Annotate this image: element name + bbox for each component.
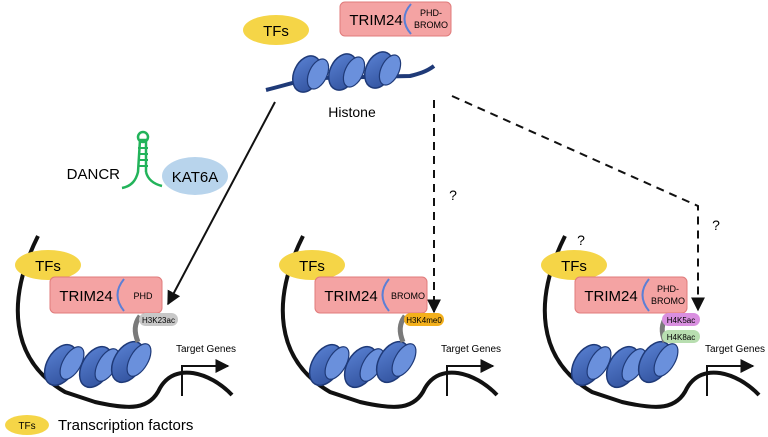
panel-bromo-dna	[280, 235, 499, 409]
panel-phd-bromo-dna	[542, 235, 761, 409]
top-trim24-protein: TRIM24 PHD- BROMO	[339, 1, 452, 37]
panel-bromo-trim24: TRIM24 BROMO	[314, 276, 428, 314]
panel-phd-bromo-nucleosomes	[570, 340, 679, 389]
kat6a-label: KAT6A	[172, 169, 218, 186]
panel-phd-bromo-domain-line2: BROMO	[651, 296, 685, 306]
panel-bromo-histone-tail	[397, 314, 408, 343]
panel-phd-bromo-target-label: Target Genes	[705, 344, 765, 355]
panel-phd-histone-tail	[132, 314, 143, 343]
panel-phd: TFs TRIM24 PHD H3K23ac Target Genes	[15, 235, 236, 409]
panel-phd-bromo-question-mark: ?	[577, 232, 585, 248]
panel-bromo-tfs-oval: TFs	[279, 250, 345, 280]
top-nucleosome-2	[327, 53, 366, 91]
panel-phd-tfs-oval: TFs	[15, 250, 81, 280]
panel-bromo-tfs-label: TFs	[299, 258, 325, 275]
top-trim24-domain-line1: PHD-	[420, 8, 442, 18]
arrow-to-phd-bromo-panel	[451, 95, 705, 312]
top-histone-array	[265, 51, 436, 93]
panel-phd-bromo-trim24: TRIM24 PHD- BROMO	[574, 276, 688, 314]
panel-phd-bromo-mark-h4k8ac: H4K8ac	[662, 330, 700, 343]
dancr-rna-icon	[121, 130, 163, 190]
top-tfs-oval: TFs	[243, 15, 309, 45]
dancr-label: DANCR	[67, 166, 121, 183]
panel-bromo-nucleosomes	[308, 340, 417, 389]
panel-phd-target-label: Target Genes	[176, 344, 236, 355]
panel-bromo-trim24-label: TRIM24	[324, 288, 377, 305]
panel-phd-bromo-mark-h4k8ac-label: H4K8ac	[667, 333, 695, 342]
panel-phd-bromo-tfs-oval: TFs	[541, 250, 607, 280]
right-question-mark: ?	[712, 217, 720, 233]
legend: TFs Transcription factors	[5, 415, 193, 435]
panel-phd-dna	[15, 235, 234, 409]
panel-phd-bromo: ? TFs TRIM24 PHD- BROMO H4K5ac H4K8ac Ta…	[541, 232, 765, 409]
top-trim24-domain-line2: BROMO	[414, 20, 448, 30]
kat6a-oval	[162, 157, 228, 195]
legend-text: Transcription factors	[58, 417, 193, 434]
panel-phd-nucleosomes	[43, 340, 152, 389]
panel-bromo-target-genes: Target Genes	[441, 344, 501, 396]
panel-phd-domain-label: PHD	[133, 291, 153, 301]
panel-phd-tfs-label: TFs	[35, 258, 61, 275]
top-trim24-label: TRIM24	[349, 12, 402, 29]
middle-question-mark: ?	[449, 187, 457, 203]
panel-phd-bromo-target-genes: Target Genes	[705, 344, 765, 396]
panel-bromo-mark-h3k4me0-label: H3K4me0	[406, 316, 442, 325]
panel-phd-bromo-trim24-label: TRIM24	[584, 288, 637, 305]
top-nucleosome-3	[363, 51, 402, 89]
panel-bromo-mark-h3k4me0: H3K4me0	[404, 313, 444, 326]
panel-bromo-domain-label: BROMO	[391, 291, 425, 301]
panel-phd-bromo-domain-line1: PHD-	[657, 284, 679, 294]
panel-bromo-target-label: Target Genes	[441, 344, 501, 355]
panel-phd-trim24: TRIM24 PHD	[49, 276, 163, 314]
legend-tfs-key: TFs	[18, 421, 35, 432]
panel-phd-mark-h3k23ac: H3K23ac	[139, 313, 178, 326]
panel-phd-target-genes: Target Genes	[176, 344, 236, 396]
histone-label: Histone	[328, 104, 376, 120]
panel-phd-bromo-mark-h4k5ac-label: H4K5ac	[667, 316, 695, 325]
panel-phd-bromo-tfs-label: TFs	[561, 258, 587, 275]
legend-tfs-oval	[5, 415, 49, 435]
panel-phd-bromo-mark-h4k5ac: H4K5ac	[662, 313, 700, 326]
dancr-kat6a-complex: DANCR KAT6A	[67, 130, 228, 195]
top-nucleosome-1	[291, 55, 330, 93]
panel-bromo: TFs TRIM24 BROMO H3K4me0 Target Genes	[279, 235, 501, 409]
panel-phd-mark-h3k23ac-label: H3K23ac	[142, 316, 175, 325]
top-tfs-label: TFs	[263, 23, 289, 40]
arrow-to-phd-panel	[167, 101, 276, 306]
panel-phd-trim24-label: TRIM24	[59, 288, 112, 305]
